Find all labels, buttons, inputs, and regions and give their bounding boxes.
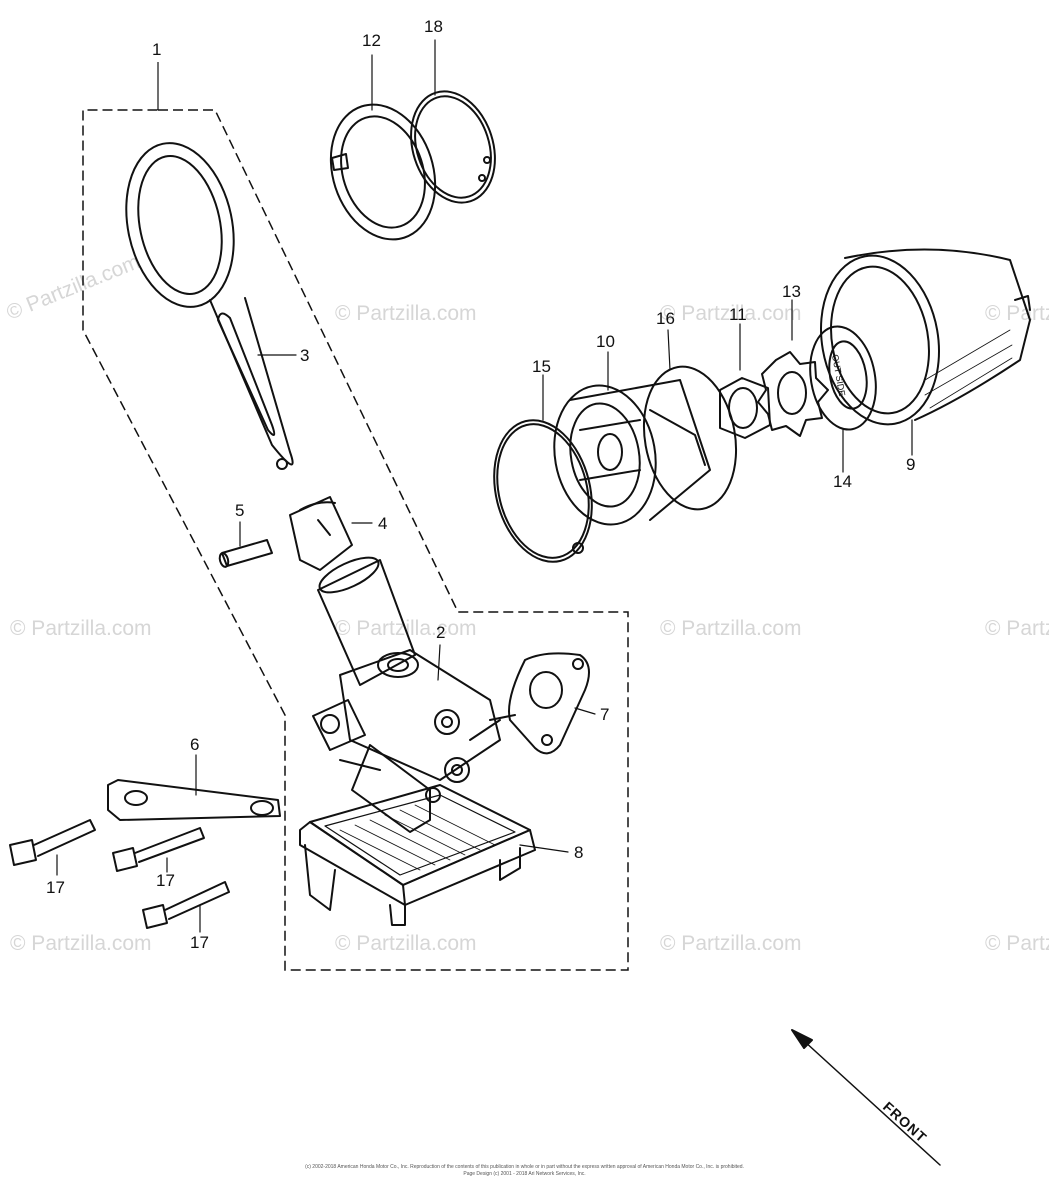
front-label: FRONT xyxy=(880,1098,930,1146)
collar-part-4 xyxy=(289,496,353,571)
rotor-cover-part-9 xyxy=(820,248,1031,426)
part-label-17: 17 xyxy=(156,871,175,890)
gasket-part-7 xyxy=(469,652,590,755)
part-label-12: 12 xyxy=(362,31,381,50)
part-label-10: 10 xyxy=(596,332,615,351)
watermark: © Partzilla.com xyxy=(985,617,1049,640)
watermark: © Partzilla.com xyxy=(3,250,143,324)
part-label-3: 3 xyxy=(300,346,309,365)
circlip-part-15 xyxy=(493,419,593,563)
watermark: © Partzilla.com xyxy=(335,932,477,955)
page-design-footer: Page Design (c) 2001 - 2018 Ari Network … xyxy=(463,1171,586,1177)
watermark: © Partzilla.com xyxy=(985,932,1049,955)
o-ring-part-16 xyxy=(642,365,738,511)
part-label-17: 17 xyxy=(46,878,65,897)
oil-pump-part-2 xyxy=(312,556,516,833)
part-label-18: 18 xyxy=(424,17,443,36)
watermark: © Partzilla.com xyxy=(10,617,152,640)
rotor-housing-part-10 xyxy=(553,379,711,526)
washer-part-12 xyxy=(329,103,437,241)
part-label-6: 6 xyxy=(190,735,199,754)
front-direction-arrow xyxy=(791,1029,941,1166)
part-label-17: 17 xyxy=(190,933,209,952)
watermark: © Partzilla.com xyxy=(660,932,802,955)
watermark: © Partzilla.com xyxy=(660,302,802,325)
part-label-14: 14 xyxy=(833,472,852,491)
plate-part-6 xyxy=(107,779,281,821)
part-label-1: 1 xyxy=(152,40,161,59)
part-14-marking: OUT SIDE xyxy=(830,354,847,397)
bracket-part-3 xyxy=(125,142,294,470)
part-label-16: 16 xyxy=(656,309,675,328)
assembly-outline xyxy=(82,109,629,971)
watermarks: © Partzilla.com © Partzilla.com © Partzi… xyxy=(3,250,1049,955)
bolt-part-17 xyxy=(142,881,230,929)
bolt-part-17 xyxy=(9,819,96,866)
leader-lines xyxy=(56,39,913,933)
part-labels: 1 12 18 3 5 4 2 7 6 8 17 17 17 15 10 16 … xyxy=(46,17,915,952)
part-label-11: 11 xyxy=(729,305,747,324)
pin-part-5 xyxy=(218,539,273,568)
part-label-13: 13 xyxy=(782,282,801,301)
circlip-part-18 xyxy=(410,90,496,204)
watermark: © Partzilla.com xyxy=(660,617,802,640)
bolt-part-17 xyxy=(112,827,205,872)
part-label-15: 15 xyxy=(532,357,551,376)
part-label-5: 5 xyxy=(235,501,244,520)
part-label-9: 9 xyxy=(906,455,915,474)
part-label-7: 7 xyxy=(600,705,609,724)
part-label-8: 8 xyxy=(574,843,583,862)
watermark: © Partzilla.com xyxy=(10,932,152,955)
watermark: © Partzilla.com xyxy=(335,302,477,325)
watermark: © Partzilla.com xyxy=(985,302,1049,325)
part-label-2: 2 xyxy=(436,623,445,642)
strainer-part-8 xyxy=(299,784,536,926)
copyright-footer: (c) 2002-2018 American Honda Motor Co., … xyxy=(305,1164,744,1170)
part-label-4: 4 xyxy=(378,514,387,533)
